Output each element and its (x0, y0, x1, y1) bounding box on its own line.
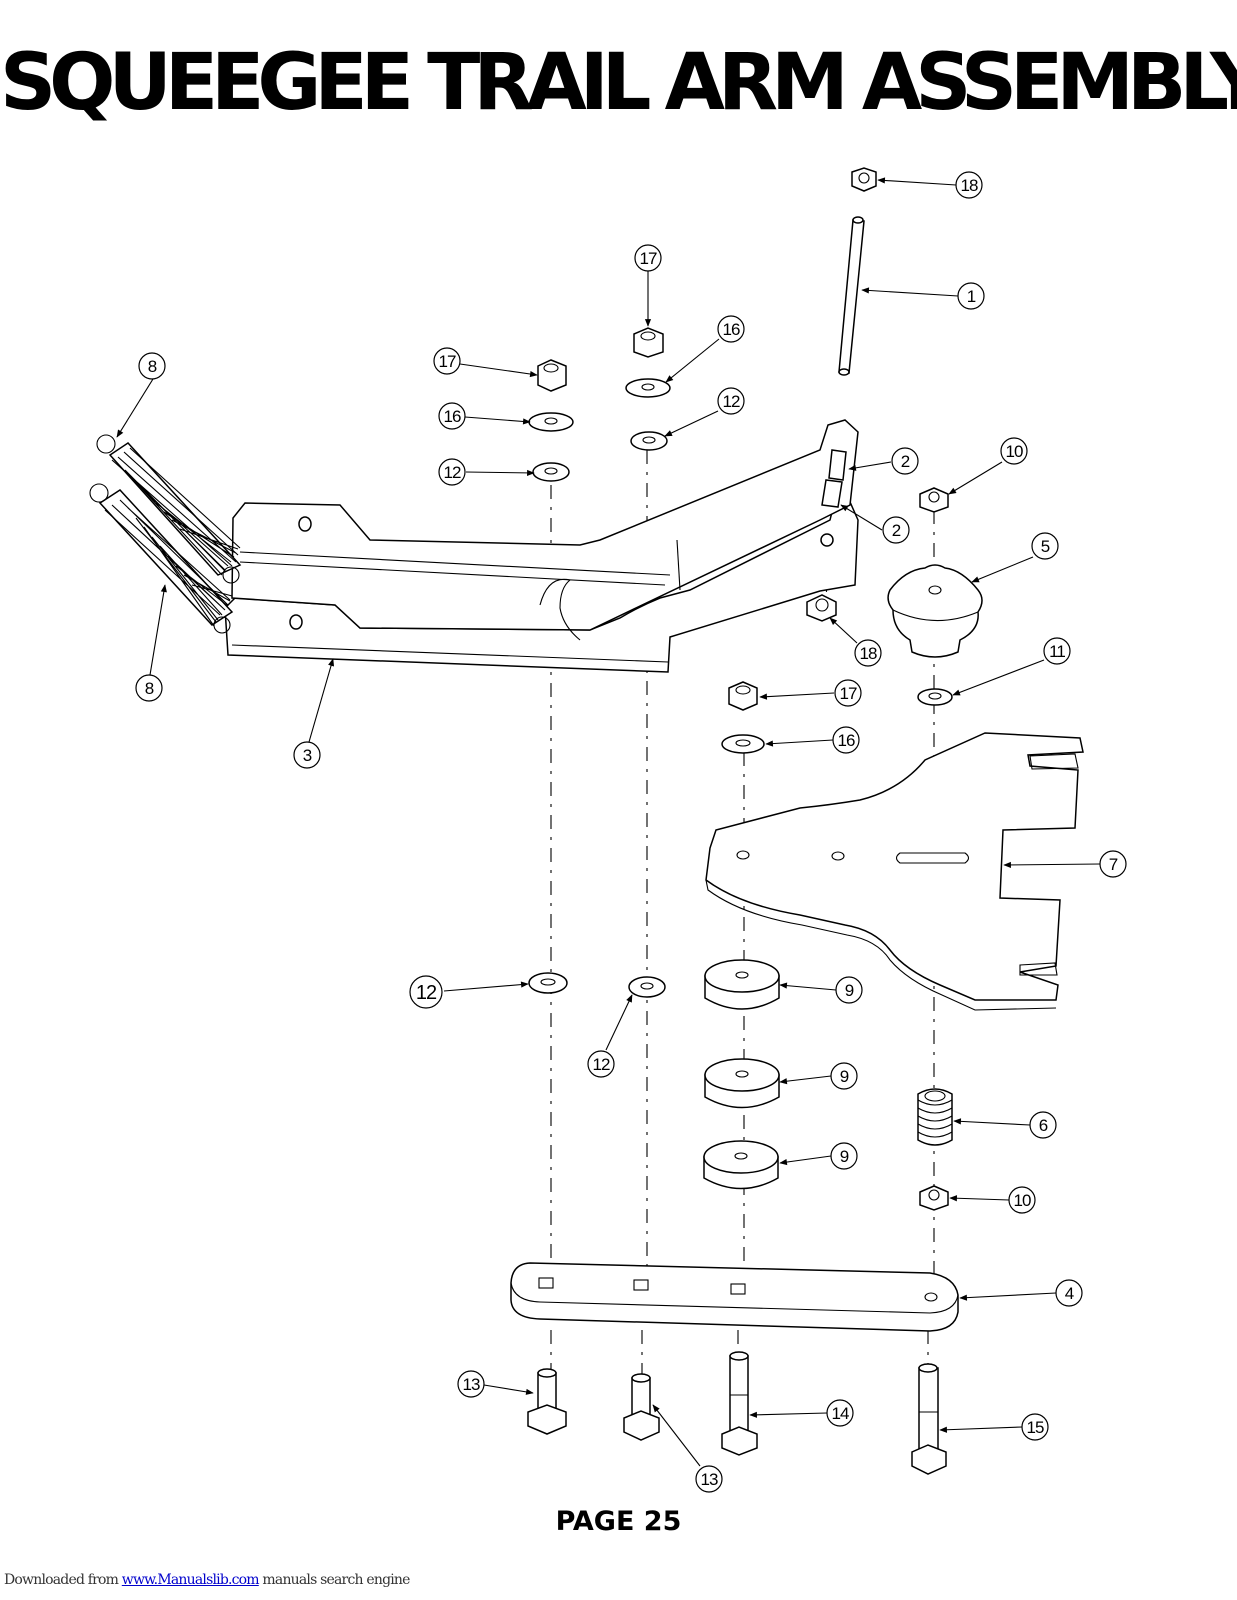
callout-18-top-nut: 18 (955, 171, 983, 199)
callout-12-washer: 12 (717, 387, 745, 415)
callout-12-washer-lower-mid: 12 (587, 1050, 615, 1078)
callout-18-nut-bracket: 18 (854, 639, 882, 667)
callout-6-spring: 6 (1029, 1111, 1057, 1139)
svg-text:16: 16 (444, 407, 461, 426)
manualslib-link[interactable]: www.Manualslib.com (121, 1572, 260, 1588)
callout-15-bolt: 15 (1021, 1413, 1049, 1441)
page-number: PAGE 25 (555, 1506, 682, 1537)
star-knob (887, 564, 983, 706)
svg-text:8: 8 (145, 679, 154, 698)
svg-text:7: 7 (1109, 855, 1118, 874)
svg-text:4: 4 (1065, 1284, 1074, 1303)
svg-text:17: 17 (640, 249, 657, 268)
svg-text:2: 2 (901, 452, 910, 471)
callout-17-nut-left: 17 (433, 347, 461, 375)
svg-text:1: 1 (967, 287, 976, 306)
bolts (527, 1351, 947, 1475)
base-plate (510, 1262, 959, 1332)
callout-16-washer: 16 (717, 315, 745, 343)
callout-8-spring-lower: 8 (135, 674, 163, 702)
download-footer: Downloaded from www.Manualslib.com manua… (4, 1572, 410, 1588)
callout-2-bushing-upper: 2 (891, 447, 919, 475)
callout-8-spring: 8 (138, 352, 166, 380)
callout-9-bumper-3: 9 (830, 1142, 858, 1170)
footer-prefix: Downloaded from (4, 1572, 122, 1588)
callout-12-washer-left: 12 (438, 458, 466, 486)
trail-arm-bracket (224, 419, 859, 673)
callout-9-bumper-1: 9 (835, 976, 863, 1004)
extension-springs (89, 434, 242, 634)
svg-text:8: 8 (148, 357, 157, 376)
svg-text:15: 15 (1027, 1418, 1044, 1437)
svg-text:14: 14 (832, 1404, 849, 1423)
callout-4-base-plate: 4 (1055, 1279, 1083, 1307)
callout-1-rod: 1 (957, 282, 985, 310)
callout-16-washer-left: 16 (438, 402, 466, 430)
callout-10-nut-upper: 10 (1000, 437, 1028, 465)
callout-14-bolt: 14 (826, 1399, 854, 1427)
svg-text:10: 10 (1006, 442, 1023, 461)
svg-text:12: 12 (416, 982, 437, 1004)
callout-10-nut-lower: 10 (1008, 1186, 1036, 1214)
hardware-lower-washers (528, 972, 666, 998)
mounting-plate (705, 732, 1084, 1011)
callout-13-bolt-mid: 13 (695, 1465, 723, 1493)
page-title: SQUEEGEE TRAIL ARM ASSEMBLY (0, 38, 1237, 128)
svg-text:13: 13 (701, 1470, 718, 1489)
svg-text:13: 13 (463, 1375, 480, 1394)
callout-13-bolt-left: 13 (457, 1370, 485, 1398)
callout-17-nut-plate: 17 (834, 679, 862, 707)
callout-7-plate: 7 (1099, 850, 1127, 878)
svg-text:2: 2 (892, 521, 901, 540)
part-callouts: 18 1 17 16 12 8 17 16 12 2 2 10 5 18 8 3… (135, 171, 1127, 1493)
callout-9-bumper-2: 9 (830, 1062, 858, 1090)
svg-text:9: 9 (845, 981, 854, 1000)
svg-text:3: 3 (303, 746, 312, 765)
footer-suffix: manuals search engine (258, 1572, 410, 1588)
svg-text:5: 5 (1041, 537, 1050, 556)
svg-text:6: 6 (1039, 1116, 1048, 1135)
leader-lines (116, 177, 1101, 1467)
svg-text:16: 16 (838, 731, 855, 750)
svg-text:12: 12 (593, 1055, 610, 1074)
callout-11-washer: 11 (1043, 637, 1071, 665)
svg-text:12: 12 (723, 392, 740, 411)
hardware-middle (721, 681, 765, 754)
svg-text:9: 9 (840, 1067, 849, 1086)
svg-text:17: 17 (840, 684, 857, 703)
svg-text:18: 18 (860, 644, 877, 663)
callout-12-washer-lower-left: 12 (409, 975, 443, 1009)
svg-text:10: 10 (1014, 1191, 1031, 1210)
pivot-rod (821, 216, 865, 508)
svg-text:11: 11 (1049, 642, 1065, 661)
callout-16-washer-plate: 16 (832, 726, 860, 754)
callout-2-bushing-lower: 2 (882, 516, 910, 544)
svg-text:17: 17 (439, 352, 456, 371)
callout-5-knob: 5 (1031, 532, 1059, 560)
compression-spring (917, 1088, 953, 1211)
callout-17-nut: 17 (634, 244, 662, 272)
callout-3-bracket: 3 (293, 741, 321, 769)
svg-text:9: 9 (840, 1147, 849, 1166)
svg-text:12: 12 (444, 463, 461, 482)
svg-text:16: 16 (723, 320, 740, 339)
hardware-top (528, 167, 949, 622)
svg-text:18: 18 (961, 176, 978, 195)
rubber-bumpers (703, 959, 780, 1190)
